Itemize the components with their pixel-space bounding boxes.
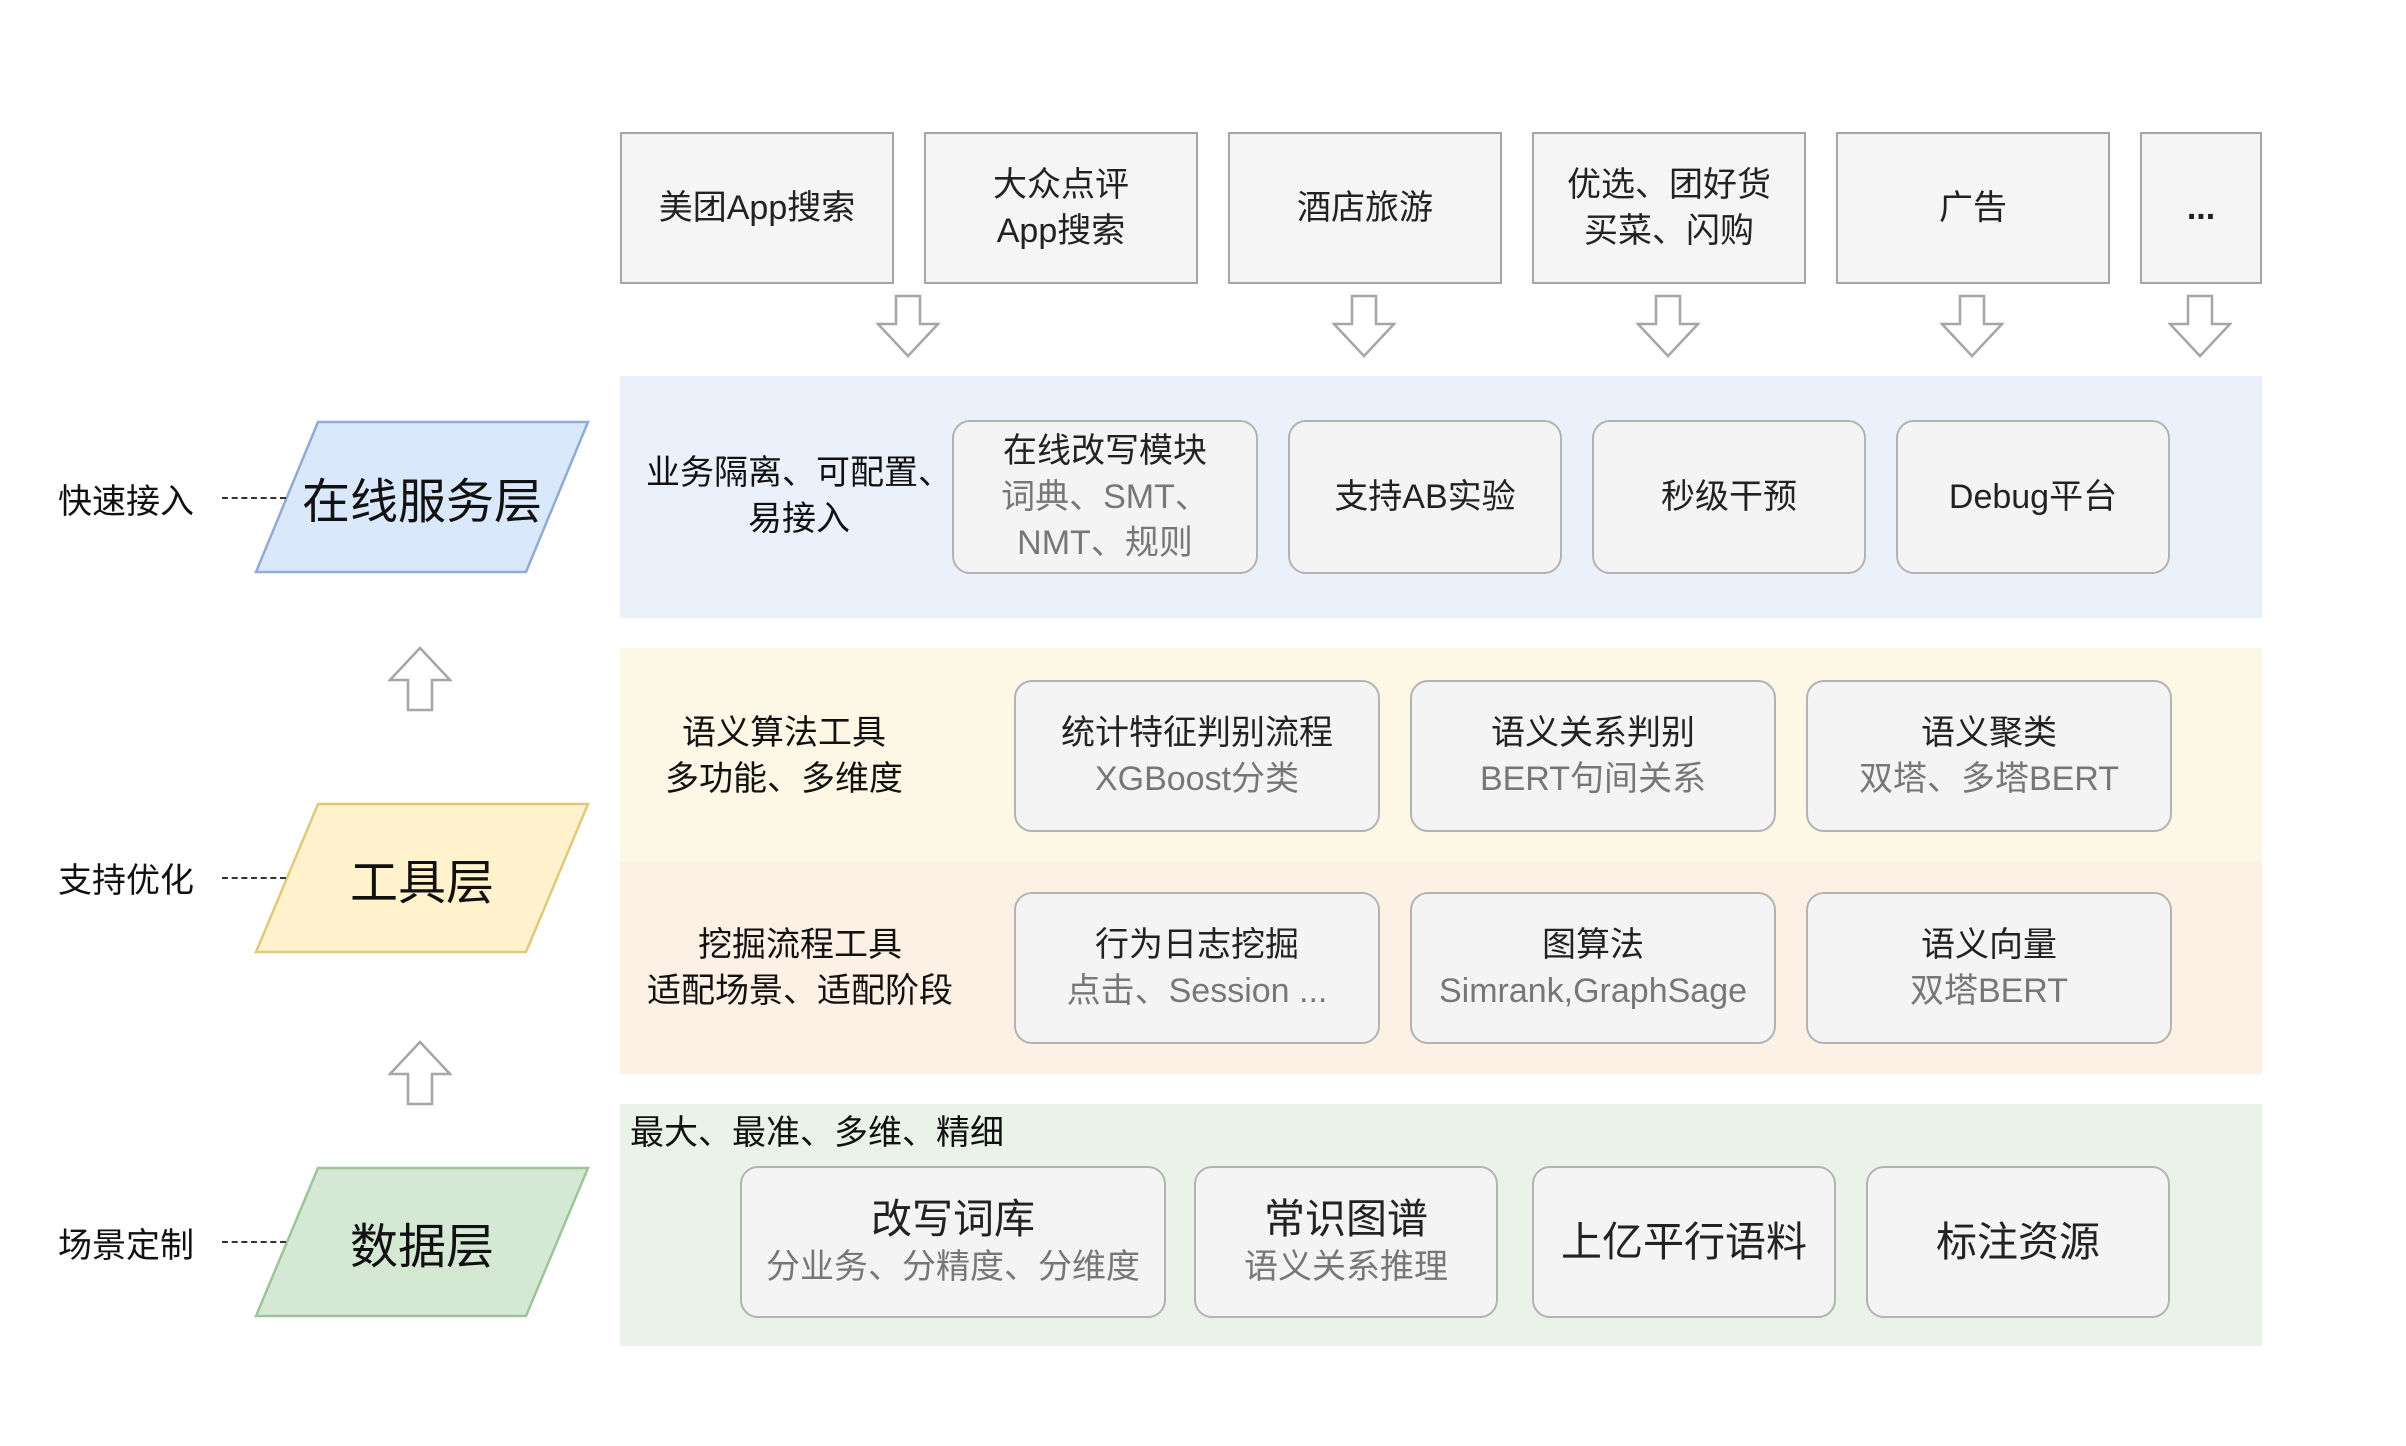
layer-tools: 工具层 [254,802,590,954]
module-knowledge-graph: 常识图谱 语义关系推理 [1194,1166,1498,1318]
app-box-meituan: 美团App搜索 [620,132,894,284]
down-arrow-icon [1636,294,1700,358]
side-label-scene-customization: 场景定制 [58,1227,194,1265]
down-arrow-icon [1332,294,1396,358]
side-label-fast-access: 快速接入 [58,483,194,521]
down-arrow-icon [876,294,940,358]
online-band-label: 业务隔离、可配置、 易接入 [646,454,952,538]
module-online-rewrite: 在线改写模块 词典、SMT、 NMT、规则 [952,420,1258,574]
module-second-intervention: 秒级干预 [1592,420,1866,574]
app-box-ads: 广告 [1836,132,2110,284]
module-semantic-relation: 语义关系判别 BERT句间关系 [1410,680,1776,832]
app-box-label: 酒店旅游 [1297,189,1433,227]
app-box-label: 广告 [1939,189,2007,227]
down-arrow-icon [2168,294,2232,358]
module-ab-test: 支持AB实验 [1288,420,1562,574]
module-debug-platform: Debug平台 [1896,420,2170,574]
down-arrow-icon [1940,294,2004,358]
app-box-label: 大众点评 [993,166,1129,204]
app-box-dianping: 大众点评 App搜索 [924,132,1198,284]
side-label-support-optimization: 支持优化 [58,862,194,900]
dashed-connector [222,1241,286,1243]
module-behavior-log-mining: 行为日志挖掘 点击、Session ... [1014,892,1380,1044]
app-box-label: App搜索 [996,212,1126,250]
layer-online-service: 在线服务层 [254,420,590,574]
data-band-label: 最大、最准、多维、精细 [630,1114,1004,1152]
app-box-label: 优选、团好货 [1567,166,1771,204]
module-graph-algorithm: 图算法 Simrank,GraphSage [1410,892,1776,1044]
app-box-more: ... [2140,132,2262,284]
app-box-hotel-travel: 酒店旅游 [1228,132,1502,284]
dashed-connector [222,877,286,879]
module-semantic-vector: 语义向量 双塔BERT [1806,892,2172,1044]
app-box-youxuan: 优选、团好货 买菜、闪购 [1532,132,1806,284]
layer-data: 数据层 [254,1166,590,1318]
module-parallel-corpus: 上亿平行语料 [1532,1166,1836,1318]
app-box-label: ... [2186,189,2216,227]
dashed-connector [222,497,286,499]
tools-mining-label: 挖掘流程工具 适配场景、适配阶段 [647,926,953,1010]
module-rewrite-lexicon: 改写词库 分业务、分精度、分维度 [740,1166,1166,1318]
tools-semantic-label: 语义算法工具 多功能、多维度 [665,714,903,798]
up-arrow-icon [388,646,452,712]
up-arrow-icon [388,1040,452,1106]
module-semantic-clustering: 语义聚类 双塔、多塔BERT [1806,680,2172,832]
module-statistical-features: 统计特征判别流程 XGBoost分类 [1014,680,1380,832]
app-box-label: 买菜、闪购 [1584,212,1754,250]
module-annotation-resources: 标注资源 [1866,1166,2170,1318]
app-box-label: 美团App搜索 [658,189,856,227]
